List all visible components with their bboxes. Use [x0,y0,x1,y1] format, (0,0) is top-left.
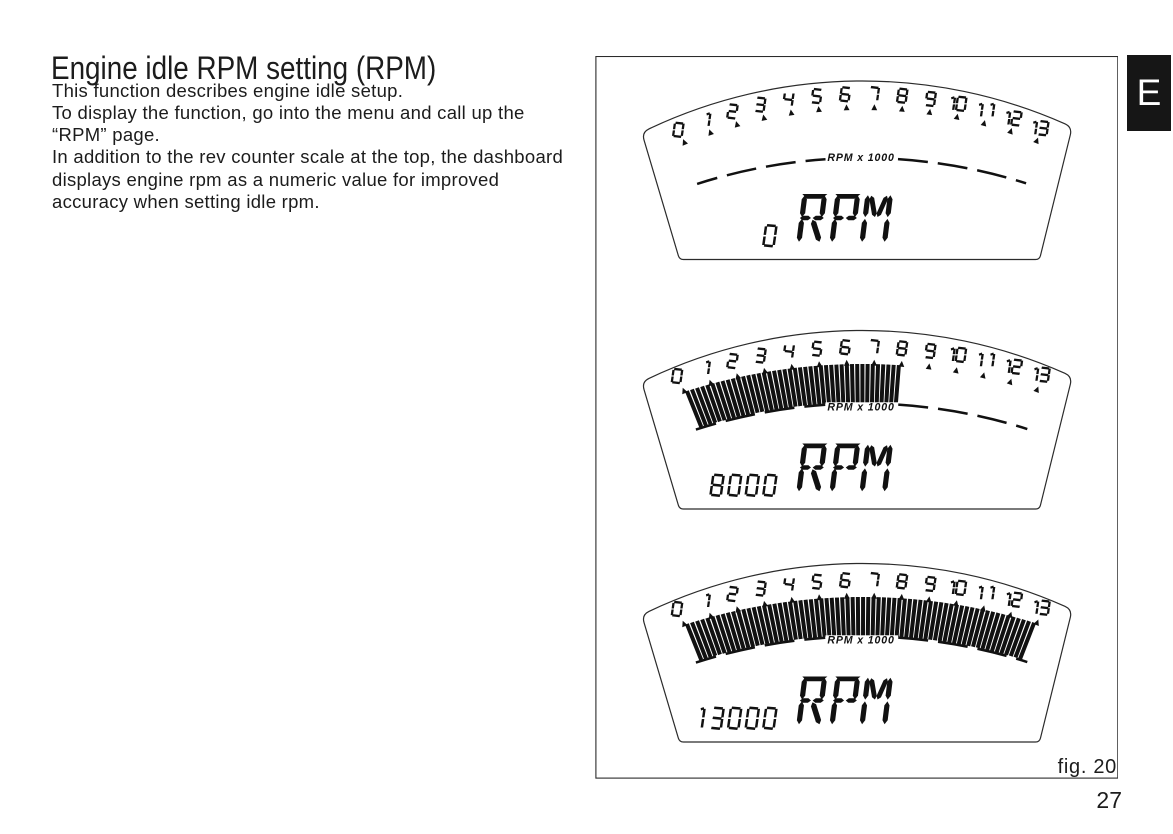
svg-text:RPM x 1000: RPM x 1000 [827,635,894,647]
svg-text:RPM x 1000: RPM x 1000 [827,402,894,414]
svg-text:RPM x 1000: RPM x 1000 [827,152,894,164]
